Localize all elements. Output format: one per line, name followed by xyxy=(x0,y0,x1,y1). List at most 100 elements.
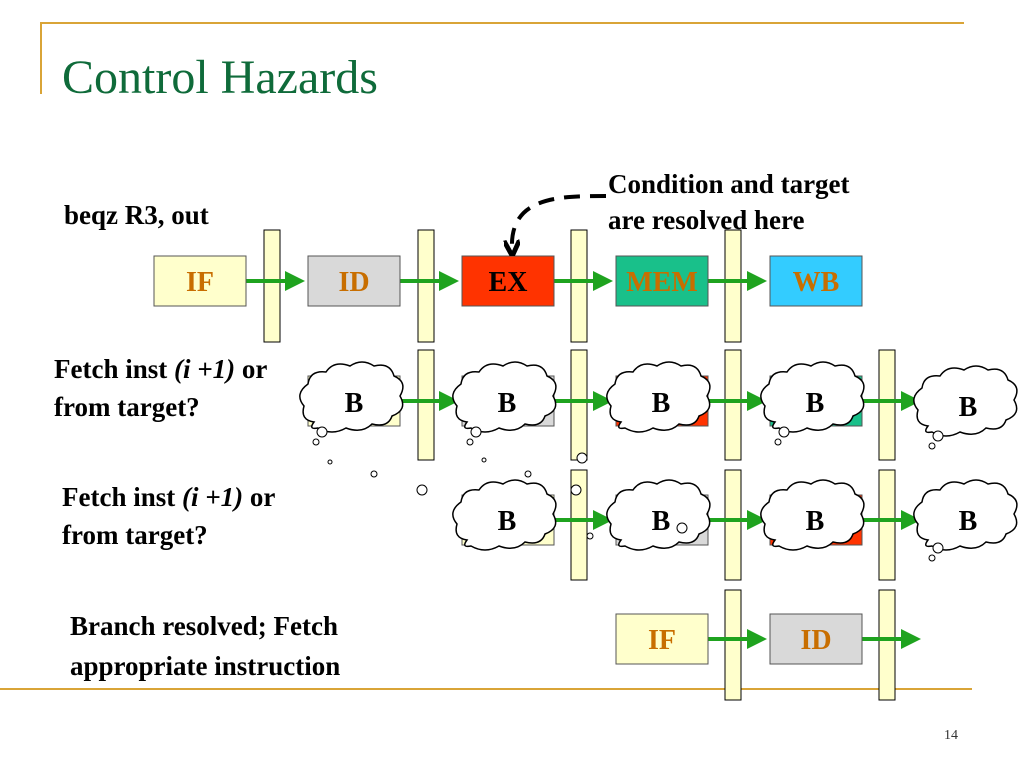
pipeline-latch xyxy=(724,229,742,343)
fetch-question-2-pre: Fetch inst xyxy=(62,482,182,512)
bubble-trail-dot xyxy=(312,438,320,446)
bubble-trail-dot xyxy=(524,470,532,478)
stage-label: ID xyxy=(800,625,831,656)
stage-label: IF xyxy=(648,625,676,656)
bubble-label: B xyxy=(959,392,978,423)
bubble-label: B xyxy=(806,388,825,419)
bubble-label: B xyxy=(652,388,671,419)
bubble-trail-dot xyxy=(370,470,378,478)
resolution-note-line2: are resolved here xyxy=(608,205,805,235)
bubble-cloud xyxy=(760,479,865,551)
resolution-arrow xyxy=(512,194,607,248)
page-number: 14 xyxy=(944,728,958,743)
bubble-trail-dot xyxy=(316,426,328,438)
slide-title: Control Hazards xyxy=(62,51,378,104)
pipeline-stage: MEM xyxy=(615,255,709,307)
fetch-question-1-line2: from target? xyxy=(54,392,200,422)
pipeline-latch xyxy=(417,349,435,461)
bubble-trail-dot xyxy=(586,532,594,540)
bubble-trail-dot xyxy=(327,459,333,465)
fetch-question-1-italic: (i +1) xyxy=(173,354,236,384)
bubble-trail-dot xyxy=(481,457,487,463)
fetch-question-2-italic: (i +1) xyxy=(181,482,244,512)
bubble-stall: B xyxy=(416,479,594,551)
pipeline-latch xyxy=(263,229,281,343)
pipeline-latch xyxy=(570,469,588,581)
stage-box xyxy=(615,255,709,307)
pipeline-latch xyxy=(724,469,742,581)
bubble-cloud xyxy=(760,361,865,433)
bubble-stall: B xyxy=(452,361,557,478)
bottom-rule xyxy=(0,688,972,690)
branch-resolved-line2: appropriate instruction xyxy=(70,651,341,681)
pipeline-latch xyxy=(878,589,896,701)
bubble-cloud xyxy=(299,361,404,433)
bubble-trail-dot xyxy=(774,438,782,446)
bubble-cloud xyxy=(913,365,1018,437)
top-rule xyxy=(40,22,964,24)
stage-label: WB xyxy=(793,267,840,298)
stage-box xyxy=(461,255,555,307)
bubble-trail-dot xyxy=(676,522,688,534)
stage-box xyxy=(153,255,247,307)
stage-label: EX xyxy=(489,267,528,298)
stage-box xyxy=(769,255,863,307)
fetch-question-2-line2: from target? xyxy=(62,520,208,550)
bubble-label: B xyxy=(345,388,364,419)
bubble-trail-dot xyxy=(928,554,936,562)
fetch-question-1: Fetch inst (i +1) or from target? xyxy=(54,350,267,426)
bubble-label: B xyxy=(959,506,978,537)
bubble-stall: B xyxy=(606,479,711,551)
pipeline-latch xyxy=(724,349,742,461)
bubble-trail-dot xyxy=(570,484,582,496)
branch-resolved-line1: Branch resolved; Fetch xyxy=(70,611,338,641)
bubble-trail-dot xyxy=(928,442,936,450)
bubble-label: B xyxy=(806,506,825,537)
bubble-label: B xyxy=(652,506,671,537)
bubble-stall: B xyxy=(913,479,1018,562)
bubble-label: B xyxy=(498,506,517,537)
bubble-trail-dot xyxy=(932,542,944,554)
bubble-label: B xyxy=(498,388,517,419)
resolution-note-line1: Condition and target xyxy=(608,169,850,199)
pipeline-stage: EX xyxy=(461,255,555,307)
bubble-stall: B xyxy=(570,361,711,496)
bubble-trail-dot xyxy=(778,426,790,438)
pipeline-latch xyxy=(878,469,896,581)
pipeline-latch xyxy=(570,229,588,343)
bubble-stall: B xyxy=(913,365,1018,450)
bubble-trail-dot xyxy=(576,452,588,464)
pipeline-latch xyxy=(724,589,742,701)
pipeline-latch xyxy=(417,229,435,343)
fetch-question-1-post: or xyxy=(235,354,268,384)
bubble-stall: B xyxy=(760,479,865,551)
pipeline-latch xyxy=(878,349,896,461)
bubble-cloud xyxy=(452,479,557,551)
pipeline-stage: IF xyxy=(615,613,709,665)
stage-box xyxy=(615,613,709,665)
bubble-cloud xyxy=(606,361,711,433)
stage-label: IF xyxy=(186,267,214,298)
fetch-question-1-pre: Fetch inst xyxy=(54,354,174,384)
left-rule xyxy=(40,22,42,94)
branch-resolved-note: Branch resolved; Fetch appropriate instr… xyxy=(70,606,340,686)
stage-label: MEM xyxy=(626,267,698,298)
bubble-cloud xyxy=(452,361,557,433)
bubble-trail-dot xyxy=(466,438,474,446)
bubble-trail-dot xyxy=(470,426,482,438)
bubble-trail-dot xyxy=(932,430,944,442)
pipeline-stage: ID xyxy=(769,613,863,665)
pipeline-stage: IF xyxy=(153,255,247,307)
resolution-note: Condition and target are resolved here xyxy=(608,166,850,238)
instruction-label: beqz R3, out xyxy=(64,200,209,230)
fetch-question-2-post: or xyxy=(243,482,276,512)
bubble-cloud xyxy=(913,479,1018,551)
stage-box xyxy=(769,613,863,665)
bubble-stall: B xyxy=(299,361,404,478)
stage-box xyxy=(307,255,401,307)
pipeline-stage: ID xyxy=(307,255,401,307)
pipeline-latch xyxy=(570,349,588,461)
pipeline-stage: WB xyxy=(769,255,863,307)
bubble-trail-dot xyxy=(416,484,428,496)
